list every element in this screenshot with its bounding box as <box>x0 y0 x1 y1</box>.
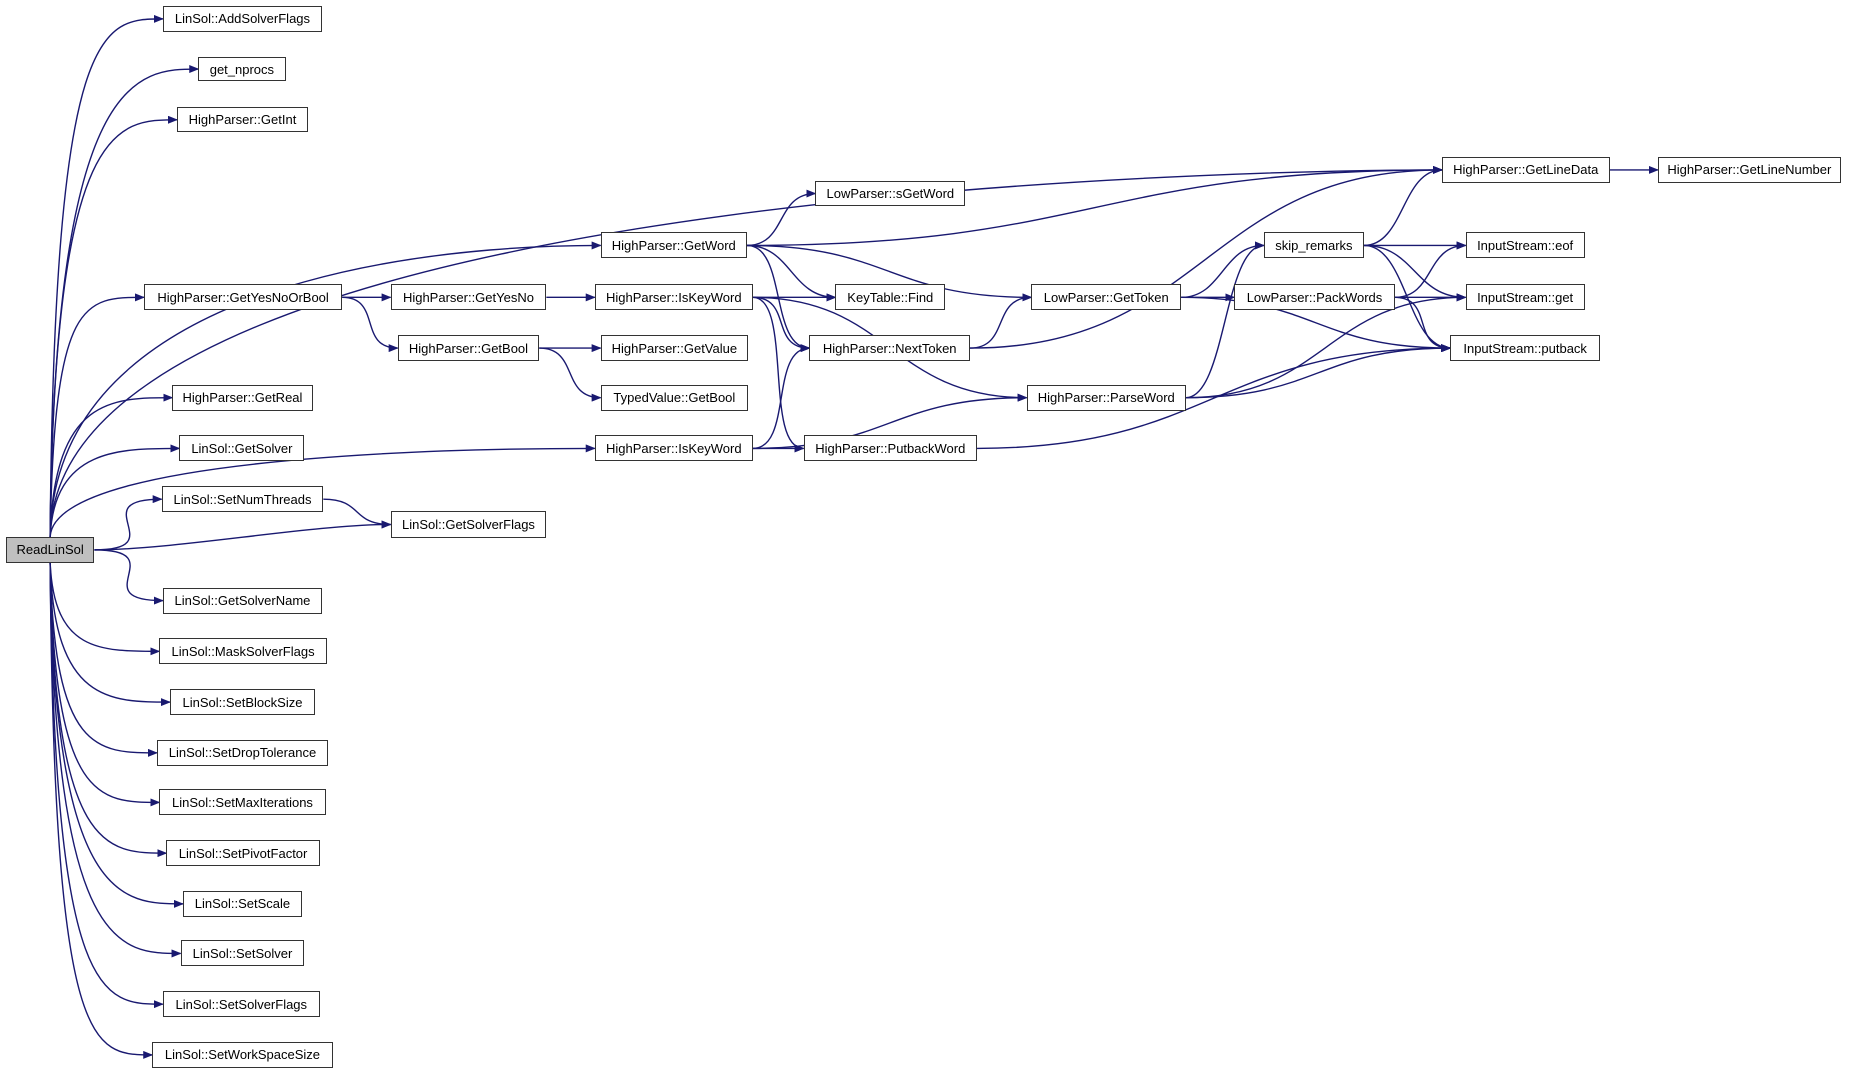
function-node[interactable]: InputStream::get <box>1465 284 1585 311</box>
function-node[interactable]: HighParser::GetYesNoOrBool <box>143 284 343 311</box>
call-edge-root-to-mask <box>49 562 161 656</box>
call-edge-nexttoken-to-gettoken <box>969 293 1033 349</box>
call-edge-getword-to-gettoken <box>746 244 1033 302</box>
call-edge-root-to-linedata <box>49 165 1443 537</box>
call-edge-skip-to-get <box>1364 244 1467 302</box>
call-edge-root-to-getflags <box>94 520 392 551</box>
function-node[interactable]: HighParser::IsKeyWord <box>594 435 753 462</box>
function-node[interactable]: LinSol::AddSolverFlags <box>162 5 323 32</box>
call-edge-getword-to-find <box>746 244 837 302</box>
function-node[interactable]: InputStream::putback <box>1450 335 1601 362</box>
function-node[interactable]: LinSol::SetDropTolerance <box>156 739 329 766</box>
function-node[interactable]: LinSol::SetPivotFactor <box>166 840 320 867</box>
call-edge-parseword-to-putback <box>1185 344 1452 399</box>
call-edge-root-to-getname <box>94 549 164 605</box>
function-node[interactable]: LowParser::sGetWord <box>815 180 966 207</box>
call-edge-putbackword-to-putback <box>977 344 1452 450</box>
function-node[interactable]: get_nprocs <box>198 56 286 82</box>
call-edge-root-to-getint <box>49 115 178 537</box>
call-edge-pack-to-eof <box>1394 241 1467 299</box>
call-edge-iskw1-to-nexttoken <box>752 296 811 353</box>
function-node[interactable]: skip_remarks <box>1263 232 1365 259</box>
function-node[interactable]: LinSol::SetMaxIterations <box>159 789 326 816</box>
call-edge-iskw2-to-nexttoken <box>752 344 811 450</box>
function-node[interactable]: LinSol::GetSolverName <box>162 587 323 614</box>
function-node[interactable]: HighParser::GetLineData <box>1441 156 1610 183</box>
function-node[interactable]: LinSol::MaskSolverFlags <box>159 638 327 665</box>
call-edge-parseword-to-get <box>1185 293 1467 399</box>
function-node[interactable]: LinSol::SetSolver <box>180 940 305 967</box>
root-function-node: ReadLinSol <box>5 536 95 563</box>
call-edge-root-to-getword <box>49 241 602 537</box>
call-edge-getword-to-linedata <box>746 165 1443 247</box>
function-node[interactable]: HighParser::GetYesNo <box>390 284 547 311</box>
function-node[interactable]: TypedValue::GetBool <box>600 384 749 411</box>
function-node[interactable]: LinSol::SetBlockSize <box>169 689 316 716</box>
function-node[interactable]: LinSol::SetScale <box>182 890 303 917</box>
function-node[interactable]: HighParser::IsKeyWord <box>594 284 753 311</box>
call-edge-root-to-setsolver <box>49 562 182 958</box>
function-node[interactable]: LinSol::SetNumThreads <box>161 486 324 513</box>
call-edge-root-to-scale <box>49 562 184 908</box>
function-node[interactable]: LowParser::PackWords <box>1234 284 1395 311</box>
function-node[interactable]: HighParser::GetReal <box>172 384 313 411</box>
function-node[interactable]: HighParser::GetValue <box>600 335 749 362</box>
call-edge-getword-to-sgetword <box>746 189 817 247</box>
function-node[interactable]: HighParser::GetInt <box>177 107 308 133</box>
call-edge-root-to-getreal <box>49 393 174 537</box>
call-edge-skip-to-linedata <box>1364 165 1443 247</box>
call-edge-root-to-drop <box>49 562 158 757</box>
function-node[interactable]: HighParser::NextToken <box>809 335 970 362</box>
call-edge-root-to-addflags <box>49 14 164 537</box>
call-edge-root-to-setthreads <box>94 495 163 551</box>
call-edge-root-to-maxit <box>49 562 161 807</box>
function-node[interactable]: InputStream::eof <box>1465 232 1585 259</box>
call-edge-root-to-getsolver <box>49 444 181 537</box>
function-node[interactable]: LinSol::SetSolverFlags <box>162 991 320 1018</box>
call-edge-iskw2-to-parseword <box>752 393 1028 450</box>
call-edge-iskw1-to-putbackword <box>752 296 805 453</box>
call-edge-root-to-block <box>49 562 171 707</box>
call-edge-root-to-ynob <box>49 293 145 537</box>
call-edge-ynob-to-getbool <box>342 296 399 353</box>
call-edge-gettoken-to-skip <box>1181 241 1265 299</box>
function-node[interactable]: HighParser::PutbackWord <box>803 435 978 462</box>
call-edge-nexttoken-to-linedata <box>969 165 1443 349</box>
function-node[interactable]: LinSol::SetWorkSpaceSize <box>152 1041 333 1068</box>
call-edge-parseword-to-skip <box>1185 241 1265 399</box>
call-edge-root-to-setflags <box>49 562 164 1009</box>
function-node[interactable]: KeyTable::Find <box>835 284 946 311</box>
call-edge-root-to-wss <box>49 562 154 1059</box>
function-node[interactable]: HighParser::GetBool <box>397 335 540 362</box>
function-node[interactable]: LinSol::GetSolverFlags <box>390 510 547 539</box>
call-edge-setthreads-to-getflags <box>323 498 392 529</box>
function-node[interactable]: LinSol::GetSolver <box>179 435 305 462</box>
function-node[interactable]: HighParser::ParseWord <box>1026 384 1186 411</box>
call-edge-gettoken-to-putback <box>1181 296 1452 353</box>
function-node[interactable]: HighParser::GetLineNumber <box>1657 156 1841 183</box>
call-edge-getbool-to-tvbool <box>539 347 602 402</box>
call-edge-pack-to-putback <box>1394 296 1452 353</box>
function-node[interactable]: LowParser::GetToken <box>1031 284 1182 311</box>
function-node[interactable]: HighParser::GetWord <box>600 232 747 259</box>
